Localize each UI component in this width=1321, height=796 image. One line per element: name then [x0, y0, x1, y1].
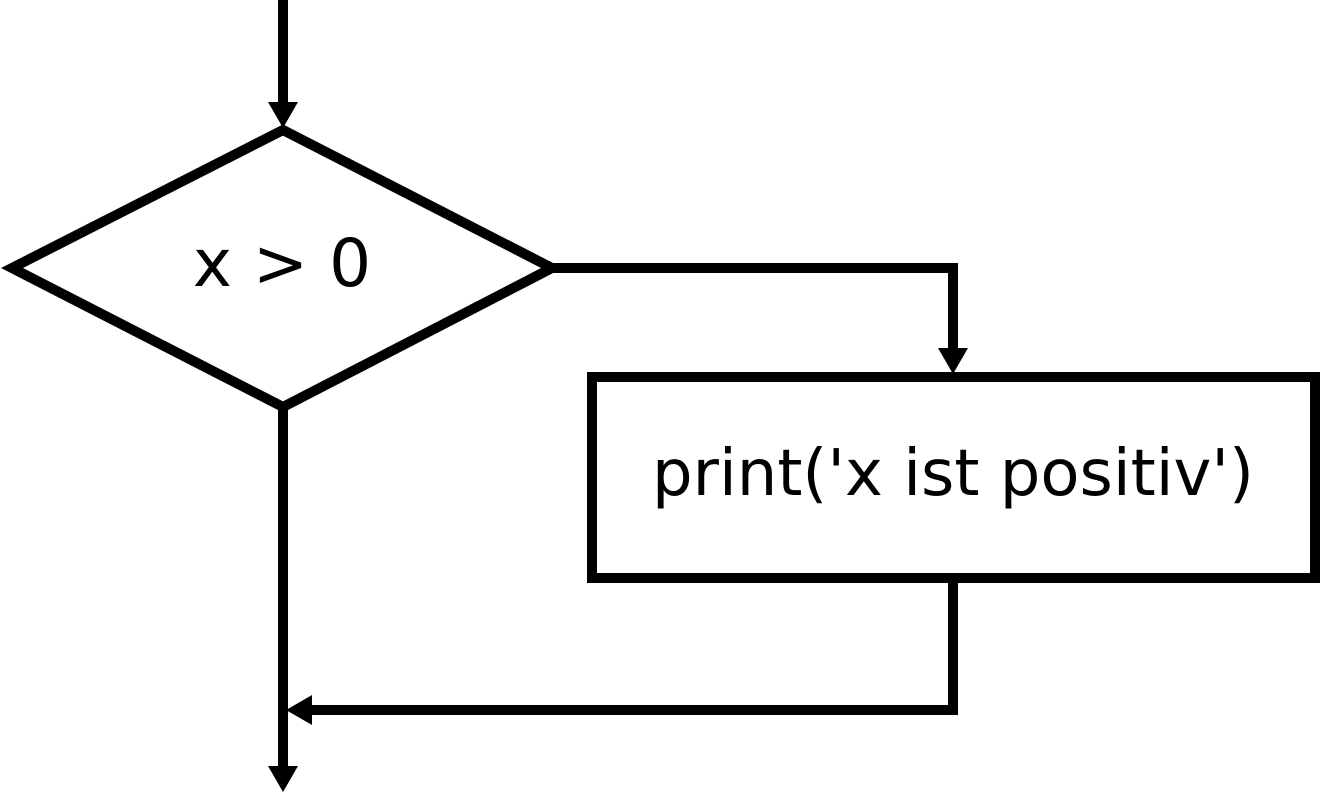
statement-label: print('x ist positiv') [652, 437, 1254, 511]
incoming-flow-arrowhead [268, 102, 298, 128]
outgoing-flow-arrowhead [268, 766, 298, 792]
return-line [306, 578, 958, 715]
return-arrowhead [286, 695, 312, 725]
true-branch-line [552, 263, 958, 350]
decision-label: x > 0 [193, 225, 371, 302]
statement-box [587, 372, 1320, 583]
true-branch-arrowhead [938, 348, 968, 374]
